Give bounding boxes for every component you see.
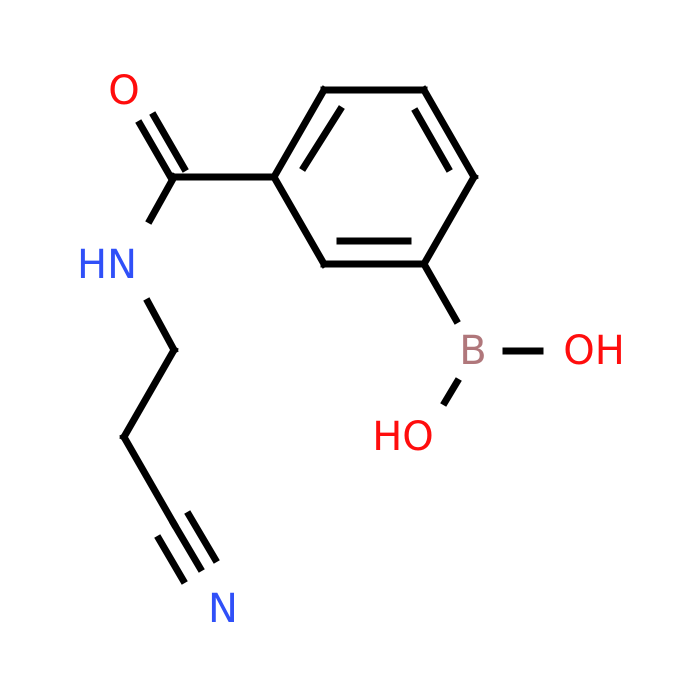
nitrile-triple-bond-3 (184, 510, 220, 564)
carbonyl-double-bond-a (135, 119, 175, 181)
nitrile-nitrogen-label: N (208, 586, 238, 632)
nitrile-triple-bond-2 (154, 534, 188, 585)
benzene-ring (269, 85, 479, 269)
carbonyl-oxygen-label: O (108, 68, 139, 114)
boron-to-oh-left-bond (440, 377, 462, 407)
ch2-to-nitrile-carbon-bond (119, 432, 179, 529)
boronic-acid-group (419, 259, 544, 407)
ring-bond-bottom-left (269, 172, 329, 269)
boronic-oh-right-label: OH (563, 328, 625, 374)
nitrile-triple-bond-1 (169, 519, 205, 573)
ch2-ch2-bond (119, 345, 179, 442)
cyanoethyl-chain (119, 297, 220, 585)
ring-inner-bond-2 (411, 107, 453, 173)
ring-bond-top-left (269, 85, 329, 182)
ring-bond-top-right (419, 85, 479, 182)
boron-label: B (459, 328, 486, 374)
carbonyl-to-nitrogen-bond (145, 172, 179, 225)
amide-nitrogen-label: HN (77, 242, 137, 288)
amide-group (135, 111, 278, 225)
nitrogen-to-ch2-bond (143, 297, 179, 355)
ring-bond-bottom-right (419, 172, 479, 269)
carbonyl-double-bond-b (149, 111, 189, 173)
ring-inner-bond-1 (299, 105, 345, 172)
boronic-oh-left-label: HO (372, 414, 434, 460)
ring-to-boron-bond (419, 259, 461, 325)
